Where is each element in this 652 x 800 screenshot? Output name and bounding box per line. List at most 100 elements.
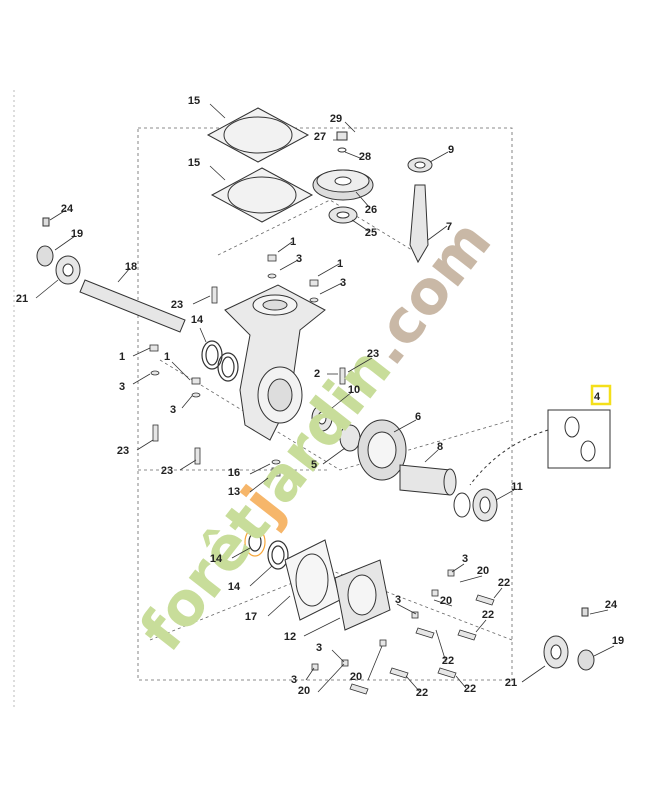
callout-3c: 3 xyxy=(119,381,125,393)
leader-23c xyxy=(136,439,154,451)
leader-16 xyxy=(249,463,271,475)
ring-14-lower-b xyxy=(267,540,289,570)
callout-14c: 14 xyxy=(228,581,241,593)
callout-19b: 19 xyxy=(612,635,624,647)
leader-22a xyxy=(493,587,503,599)
callout-3h: 3 xyxy=(291,674,297,686)
leader-3f xyxy=(396,603,417,615)
leader-26 xyxy=(355,191,371,209)
callout-3d: 3 xyxy=(170,404,176,416)
callout-22e: 22 xyxy=(416,687,428,699)
leader-10 xyxy=(331,391,353,409)
callout-19a: 19 xyxy=(71,228,83,240)
leader-1d xyxy=(171,361,191,381)
gasket-15-lower xyxy=(210,167,314,223)
leader-23d xyxy=(179,459,197,471)
leader-1c xyxy=(132,347,151,357)
callout-27: 27 xyxy=(314,131,326,143)
callout-22d: 22 xyxy=(464,683,476,695)
detail-4 xyxy=(469,409,611,486)
leader-20d xyxy=(367,645,383,681)
callout-3e: 3 xyxy=(462,553,468,565)
nut-19-right xyxy=(577,649,595,671)
collar-21-right xyxy=(543,635,569,669)
callout-23c: 23 xyxy=(117,445,129,457)
callout-24a: 24 xyxy=(61,203,74,215)
leader-1b xyxy=(317,263,340,277)
gasket-15-upper xyxy=(206,107,310,163)
leader-21a xyxy=(35,279,59,299)
callout-14b: 14 xyxy=(210,553,223,565)
leader-3e xyxy=(451,563,465,573)
leader-8 xyxy=(424,449,439,463)
leader-9 xyxy=(429,151,449,163)
leader-20c xyxy=(317,663,345,693)
leader-3g xyxy=(331,649,345,663)
callout-15b: 15 xyxy=(188,157,200,169)
callout-14a: 14 xyxy=(191,314,204,326)
nut-19-left xyxy=(36,245,54,267)
callout-4: 4 xyxy=(594,391,601,403)
callout-7: 7 xyxy=(446,221,452,233)
small-fasteners xyxy=(149,254,346,477)
leader-3h xyxy=(305,667,315,681)
leader-19a xyxy=(54,235,76,251)
collar-21-left xyxy=(55,255,81,285)
callout-8: 8 xyxy=(437,441,443,453)
bearing-25 xyxy=(328,206,358,224)
callout-23a: 23 xyxy=(171,299,183,311)
leader-22b xyxy=(475,619,487,633)
leader-25 xyxy=(351,219,371,233)
leader-3b xyxy=(319,282,343,295)
callout-20d: 20 xyxy=(350,671,362,683)
leader-19b xyxy=(593,645,615,657)
leader-29 xyxy=(344,121,356,133)
bearing-11 xyxy=(472,488,498,522)
callout-10: 10 xyxy=(348,384,360,396)
bearing-9 xyxy=(407,157,433,173)
lower-fasteners xyxy=(311,569,495,695)
pinion-shaft-7 xyxy=(409,184,429,264)
gearbox-housing xyxy=(224,284,326,441)
callout-26: 26 xyxy=(365,204,377,216)
nut-27 xyxy=(336,131,348,153)
leader-13 xyxy=(249,477,269,493)
callout-17: 17 xyxy=(245,611,257,623)
bolt-24-right xyxy=(581,607,589,617)
leader-7 xyxy=(427,225,448,241)
ring-14-lower-a xyxy=(244,527,266,557)
callout-21b: 21 xyxy=(505,677,517,689)
leader-24b xyxy=(589,609,609,615)
leader-3a xyxy=(279,259,299,271)
callout-11: 11 xyxy=(511,481,523,493)
callout-3f: 3 xyxy=(395,594,401,606)
leader-20a xyxy=(459,575,483,583)
callout-23d: 23 xyxy=(161,465,173,477)
callout-3g: 3 xyxy=(316,642,322,654)
leader-17 xyxy=(267,595,291,617)
callout-23b: 23 xyxy=(367,348,379,360)
callout-1b: 1 xyxy=(337,258,343,270)
oring-lower xyxy=(453,492,471,518)
leader-22c xyxy=(435,629,447,663)
callout-13: 13 xyxy=(228,486,240,498)
callout-22b: 22 xyxy=(482,609,494,621)
callout-24b: 24 xyxy=(605,599,618,611)
leader-14c xyxy=(249,565,273,587)
leader-15a xyxy=(209,103,226,119)
callout-22a: 22 xyxy=(498,577,510,589)
leader-23b xyxy=(347,357,373,373)
callout-16: 16 xyxy=(228,467,240,479)
leader-1a xyxy=(277,241,293,253)
callout-2: 2 xyxy=(314,368,320,380)
callout-5: 5 xyxy=(311,459,317,471)
leader-3d xyxy=(181,395,193,409)
callout-21a: 21 xyxy=(16,293,28,305)
leader-12 xyxy=(303,617,341,637)
bevel-gear-26 xyxy=(312,169,374,201)
callout-1a: 1 xyxy=(290,236,296,248)
shaft-18 xyxy=(79,279,186,333)
callout-20b: 20 xyxy=(440,595,452,607)
